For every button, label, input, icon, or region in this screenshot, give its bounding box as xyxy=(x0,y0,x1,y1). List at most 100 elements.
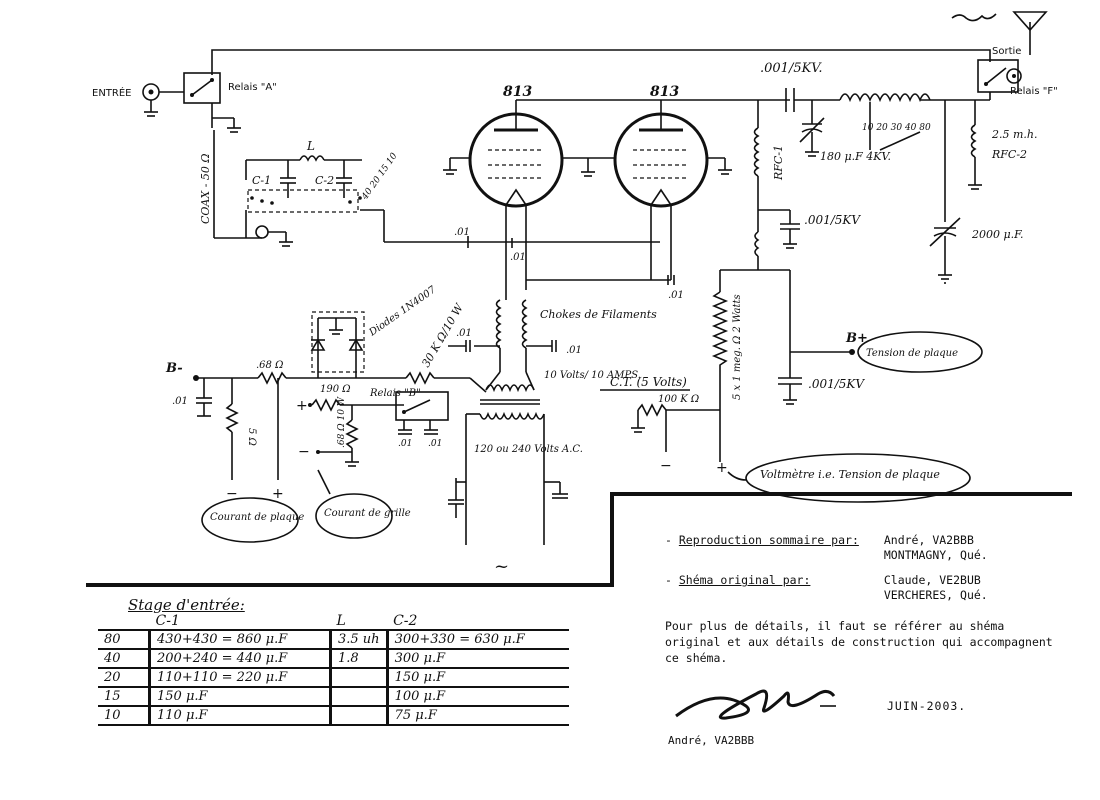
stage-title: Stage d'entrée: xyxy=(128,596,245,614)
input-network xyxy=(214,155,500,247)
band-cell: 80 xyxy=(98,629,151,649)
relay-a-icon xyxy=(183,72,241,133)
cap-c2-label: C-2 xyxy=(315,174,334,187)
table-row: 80 430+430 = 860 μ.F 3.5 uh 300+330 = 63… xyxy=(98,629,569,649)
load-cap-icon xyxy=(929,217,961,284)
relay-b-cap1-label: .01 xyxy=(398,439,412,449)
repro-label: Reproduction sommaire par: xyxy=(678,533,859,547)
table-row: 40 200+240 = 440 μ.F 1.8 300 μ.F xyxy=(98,648,569,668)
table-header-c1: C-1 xyxy=(155,612,180,629)
credits: - Reproduction sommaire par: André, VA2B… xyxy=(665,533,1085,603)
orig-label: Shéma original par: xyxy=(678,573,811,587)
input-switch-taps: 40 20 15 10 xyxy=(360,151,400,202)
rfc1-label: RFC-1 xyxy=(772,145,785,181)
relay-b-cap2-label: .01 xyxy=(428,439,442,449)
sortie-label: Sortie xyxy=(992,46,1021,57)
c1-cell: 110 μ.F xyxy=(149,705,332,726)
repro-value: André, VA2BBB MONTMAGNY, Qué. xyxy=(883,533,988,562)
tune-cap-label: 180 μ.F 4KV. xyxy=(820,150,891,163)
band-cell: 15 xyxy=(98,686,151,706)
band-cell: 20 xyxy=(98,667,151,687)
grid-plus-label: + xyxy=(296,398,308,414)
plate-minus-label: − xyxy=(226,486,238,502)
relay-b-icon xyxy=(395,391,449,435)
tank-taps-label: 10 20 30 40 80 xyxy=(862,123,931,133)
cap-001-b-label: .01 xyxy=(668,290,684,301)
table-header-c2: C-2 xyxy=(393,612,418,629)
tube-right-label: 813 xyxy=(650,84,679,100)
bypass-cap-label: .001/5KV xyxy=(804,213,861,227)
filament-label: 10 Volts/ 10 AMPS. xyxy=(544,370,641,381)
table-header xyxy=(98,612,150,630)
band-cell: 10 xyxy=(98,705,151,726)
fil-cap-label: .01 xyxy=(566,345,582,356)
c1-cell: 200+240 = 440 μ.F xyxy=(149,648,332,668)
c1-cell: 430+430 = 860 μ.F xyxy=(149,629,332,649)
bias-label: B- xyxy=(165,361,183,376)
voltmeter-minus: − xyxy=(660,458,672,474)
ac-tilde-label: ~ xyxy=(494,556,509,577)
l-cell: 1.8 xyxy=(330,648,389,668)
bplus-cap-label: .001/5KV xyxy=(808,377,865,391)
input-stage-table: C-1 L C-2 80 430+430 = 860 μ.F 3.5 uh 30… xyxy=(98,612,569,726)
relay-b-label: Relais "B" xyxy=(369,388,421,399)
bias-cap-label: .01 xyxy=(172,396,188,407)
tune-cap-icon xyxy=(799,117,825,157)
inductor-l-label: L xyxy=(306,139,315,153)
res-68-10w-label: .68 Ω 10 W xyxy=(337,396,347,448)
signature-name: André, VA2BBB xyxy=(668,734,755,747)
fil-cap2-label: .01 xyxy=(456,328,472,339)
c2-cell: 300+330 = 630 μ.F xyxy=(387,629,569,649)
band-cell: 40 xyxy=(98,648,151,668)
details-note: Pour plus de détails, il faut se référer… xyxy=(665,619,1053,665)
bplus-label: B+ xyxy=(845,331,868,346)
rfc2-value-label: 2.5 m.h. xyxy=(991,128,1038,141)
c2-cell: 100 μ.F xyxy=(387,686,569,706)
l-cell: 3.5 uh xyxy=(330,629,389,649)
table-row: 15 150 μ.F 100 μ.F xyxy=(98,686,569,706)
antenna-icon xyxy=(951,11,1048,55)
c1-cell: 150 μ.F xyxy=(149,686,332,706)
c1-cell: 110+110 = 220 μ.F xyxy=(149,667,332,687)
cap-001-grid-label: .01 xyxy=(454,227,470,238)
tension-plaque-label: Tension de plaque xyxy=(866,348,958,359)
cap-c1-label: C-1 xyxy=(252,174,271,187)
relay-f-label: Relais "F" xyxy=(1010,86,1058,97)
l-cell xyxy=(330,705,389,726)
credit-original: - Shéma original par: Claude, VE2BUB VER… xyxy=(665,573,988,602)
coax-label: COAX - 50 Ω xyxy=(199,153,212,224)
table-row: 10 110 μ.F 75 μ.F xyxy=(98,705,569,726)
c2-cell: 75 μ.F xyxy=(387,705,569,726)
courant-plaque-label: Courant de plaque xyxy=(210,512,304,523)
input-connector-icon xyxy=(142,83,160,117)
res-190-label: 190 Ω xyxy=(320,384,351,395)
res-5-label: 5 Ω xyxy=(246,428,257,446)
l-cell xyxy=(330,667,389,687)
tube-left-icon xyxy=(443,100,564,208)
date-label: JUIN-2003. xyxy=(887,699,967,713)
diode-icon xyxy=(310,338,364,351)
l-cell xyxy=(330,686,389,706)
filament-transformer-icon xyxy=(479,384,545,420)
chokes-label: Chokes de Filaments xyxy=(540,308,657,321)
ct-label: C.T. (5 Volts) xyxy=(610,375,687,389)
res-5x1m-label: 5 x 1 meg. Ω 2 Watts xyxy=(732,294,743,400)
relay-f-icon xyxy=(977,59,1022,93)
grid-minus-label: − xyxy=(298,444,310,460)
c2-cell: 300 μ.F xyxy=(387,648,569,668)
cap-001-a-label: .01 xyxy=(510,252,526,263)
input-label: ENTRÉE xyxy=(92,86,132,99)
courant-grille-label: Courant de grille xyxy=(324,508,411,519)
voltmeter-plus: + xyxy=(716,460,728,476)
table-header-l: L xyxy=(336,612,346,629)
signature xyxy=(675,689,836,720)
load-cap-label: 2000 μ.F. xyxy=(971,228,1024,241)
tube-right-icon xyxy=(562,100,732,208)
tube-left-label: 813 xyxy=(503,84,532,100)
orig-value: Claude, VE2BUB VERCHERES, Qué. xyxy=(883,573,988,602)
c2-cell: 150 μ.F xyxy=(387,667,569,687)
output-cap-label: .001/5KV. xyxy=(760,61,823,76)
credit-repro: - Reproduction sommaire par: André, VA2B… xyxy=(665,533,988,562)
voltmetre-label: Voltmètre i.e. Tension de plaque xyxy=(760,468,940,481)
